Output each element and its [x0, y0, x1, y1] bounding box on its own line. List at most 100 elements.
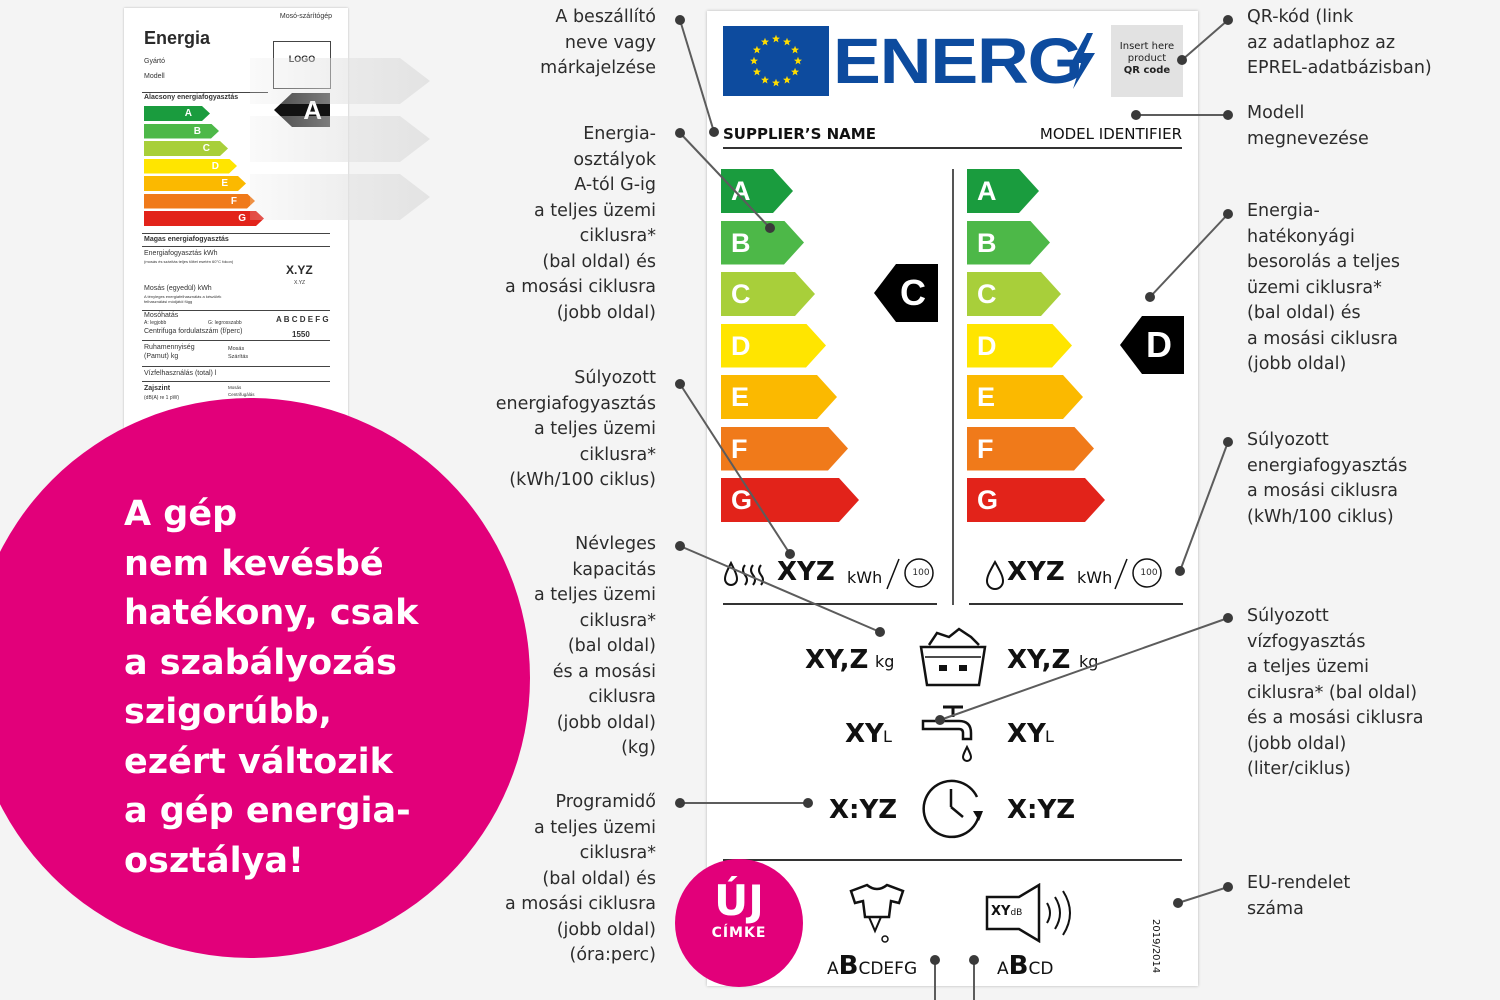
callout-line: hatékony, csak: [124, 593, 419, 633]
energy-class-bar-c: C: [721, 272, 815, 316]
energy-class-bar-e: E: [967, 375, 1083, 419]
spin-class-scale: ABCDEFG: [827, 951, 917, 981]
energy-class-bar-f: F: [721, 427, 848, 471]
annotation-line: és a mosási ciklusra: [1247, 708, 1424, 728]
callout-line: nem kevésbé: [124, 543, 384, 584]
callout-circle: [0, 398, 530, 958]
annotation-line: a teljes üzemi: [533, 419, 656, 439]
spin-drying-icon: [849, 883, 905, 943]
annotation-line: a teljes üzemi: [1247, 657, 1370, 677]
spin-scale-selected: B: [838, 951, 859, 981]
energy-class-bar-d: D: [967, 324, 1072, 368]
annotation-line: márkajelzése: [540, 58, 656, 78]
water-tap-icon: [921, 705, 973, 762]
drop-icon: [985, 559, 1005, 590]
old-label-type: Mosó-szárítógép: [279, 13, 332, 20]
qr-code-placeholder: Insert here product QR code: [1111, 25, 1183, 97]
old-wash-worst: G: legrosszabb: [208, 320, 242, 326]
annotation-line: Súlyozott: [574, 368, 656, 388]
old-divider: [142, 310, 330, 311]
old-class-bar-e: E: [144, 176, 246, 191]
energy-logo: ENERG: [833, 24, 1083, 98]
badge-sub: CÍMKE: [711, 925, 767, 941]
noise-scale-selected: B: [1008, 951, 1029, 981]
new-label-badge: ÚJ CÍMKE: [675, 859, 803, 987]
energy-class-bar-f: F: [967, 427, 1094, 471]
scale-separator: [952, 169, 954, 605]
callout-text: A gép nem kevésbé hatékony, csak a szabá…: [124, 490, 454, 886]
annotation-line: Modell: [1247, 103, 1305, 123]
old-energy-consumption: Energiafogyasztás kWh: [144, 250, 218, 257]
clock-icon: [922, 779, 983, 839]
capacity-wash-cycle: XY,Z: [1007, 645, 1071, 675]
annotation-line: A-tól G-ig: [574, 175, 656, 195]
old-noise: Zajszint: [144, 385, 171, 392]
energy-class-bar-b: B: [967, 221, 1050, 265]
water-full-cycle: XY: [845, 719, 884, 749]
annotation-line: EPREL-adatbázisban): [1247, 58, 1432, 78]
old-class-bar-g: G: [144, 211, 264, 226]
annotation-line: (bal oldal) és: [542, 868, 656, 889]
speaker-noise-icon: [985, 883, 1071, 943]
old-class-bar-a: A: [144, 106, 210, 121]
old-water: Vízfelhasználás (total) l: [144, 370, 217, 377]
annotation-line: (jobb oldal): [556, 712, 656, 733]
annotation-line: Névleges: [575, 534, 656, 554]
cycles-count: 100: [912, 568, 930, 578]
water-wash-cycle: XY: [1007, 719, 1046, 749]
old-capacity-dry: Szárítás: [228, 354, 249, 360]
energy-unit: kWh: [1077, 568, 1113, 587]
energy-class-bar-d: D: [721, 324, 826, 368]
supplier-name: SUPPLIER’S NAME: [723, 125, 876, 143]
annotation-line: (liter/ciklus): [1247, 759, 1351, 779]
old-class-bar-c: C: [144, 141, 228, 156]
callout-line: a szabályozás: [124, 642, 397, 683]
laundry-basket-icon: [919, 627, 987, 687]
annotation-line: a mosási ciklusra: [1247, 481, 1399, 501]
eu-star: [772, 78, 780, 87]
callout-line: szigorúbb,: [124, 692, 332, 732]
eu-stars-icon: [750, 34, 802, 87]
noise-symbol-unit: dB: [1010, 908, 1023, 918]
energy-word: ENERG: [833, 25, 1083, 97]
annotation-line: a mosási ciklusra: [1247, 328, 1399, 349]
annotation-line: a mosási ciklusra: [504, 894, 656, 914]
old-label-manufacturer: Gyártó: [144, 58, 166, 65]
annotation-line: (jobb oldal): [1247, 354, 1347, 374]
old-energy-value: X.YZ: [286, 263, 313, 277]
annotation-line: vízfogyasztás: [1247, 631, 1366, 652]
eu-star: [791, 67, 800, 76]
eu-star: [772, 34, 780, 43]
eu-flag: [723, 26, 829, 96]
old-divider: [142, 340, 330, 341]
annotation-line: osztályok: [573, 149, 656, 170]
old-energy-value-small: X.YZ: [294, 280, 306, 286]
label-divider: [723, 859, 1182, 861]
annotation-line: (bal oldal): [567, 636, 656, 656]
eu-star: [761, 75, 769, 84]
old-wash-scale: A B C D E F G: [276, 315, 329, 324]
annotation-line: energiafogyasztás: [1247, 455, 1408, 476]
annotation-line: (bal oldal) és: [1247, 303, 1361, 323]
eu-star: [752, 67, 761, 76]
annotation-line: neve vagy: [564, 32, 656, 53]
annotation-line: (jobb oldal): [556, 919, 656, 940]
old-class-bar-b: B: [144, 124, 219, 139]
annotation-line: (jobb oldal): [556, 302, 656, 323]
energy-value-wash-cycle: XYZ: [1007, 557, 1065, 587]
eu-star: [794, 56, 802, 65]
noise-class-scale: ABCD: [997, 951, 1053, 981]
old-spin: Centrifuga fordulatszám (f/perc): [144, 328, 243, 335]
old-high-consumption: Magas energiafogyasztás: [144, 236, 229, 243]
annotation-line: EU-rendelet: [1247, 873, 1351, 893]
old-divider: [142, 381, 330, 382]
energy-class-bar-g: G: [967, 478, 1105, 522]
annotation-line: ciklusra: [588, 687, 656, 707]
noise-symbol: XYdB: [991, 904, 1022, 919]
